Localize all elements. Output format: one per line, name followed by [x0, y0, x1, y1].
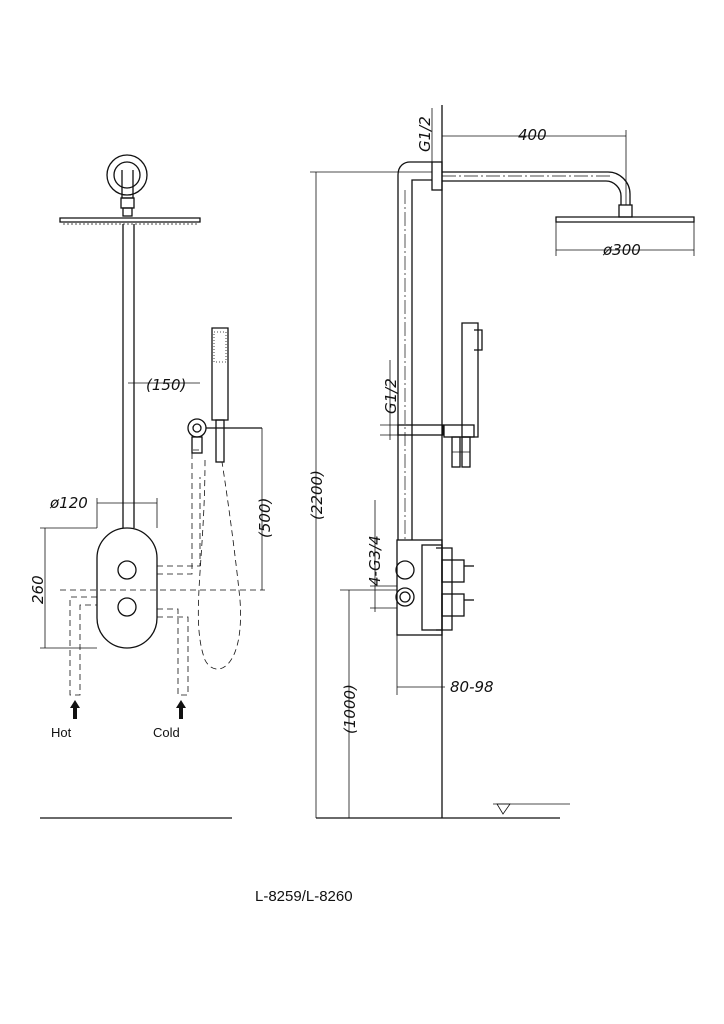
dim-g34: 4-G3/4 [366, 535, 384, 586]
side-view: 400 ø300 G1/2 G1/2 4-G3/4 (2200) (1000) … [308, 105, 695, 819]
concealed-valve [395, 539, 474, 636]
dim-500: (500) [256, 498, 274, 538]
rain-shower-head [59, 217, 201, 225]
inlet-arrows: Hot Cold [51, 700, 186, 740]
dim-400: 400 [518, 126, 547, 144]
dim-120: ø120 [49, 494, 88, 512]
wall-risers [397, 161, 444, 540]
side-dimensions: 400 ø300 G1/2 G1/2 4-G3/4 (2200) (1000) … [308, 108, 695, 818]
cold-arrow-icon [176, 700, 186, 719]
model-code: L-8259/L-8260 [255, 888, 353, 905]
front-view: (150) ø120 (500) 260 Hot Cold [29, 154, 274, 819]
dim-300: ø300 [602, 241, 641, 259]
dim-80-98: 80-98 [450, 678, 494, 696]
ceiling-arm [106, 154, 148, 217]
shower-arm [431, 161, 695, 223]
dim-1000: (1000) [341, 684, 359, 734]
front-dimensions: (150) ø120 (500) 260 [29, 376, 274, 649]
dim-150: (150) [146, 376, 186, 394]
handshower-assembly [187, 327, 262, 463]
dim-2200: (2200) [308, 470, 326, 520]
side-handshower [443, 322, 483, 468]
mixer-plate [96, 527, 158, 649]
wall [316, 105, 560, 819]
riser-pipe [122, 224, 135, 528]
hidden-pipes [60, 449, 265, 696]
hot-arrow-icon [70, 700, 80, 719]
dim-g12-mid: G1/2 [382, 378, 400, 414]
hot-label: Hot [51, 725, 72, 740]
dim-g12-top: G1/2 [416, 116, 434, 152]
dim-260: 260 [29, 575, 47, 604]
cold-label: Cold [153, 725, 180, 740]
floor-level-marker [493, 803, 570, 815]
